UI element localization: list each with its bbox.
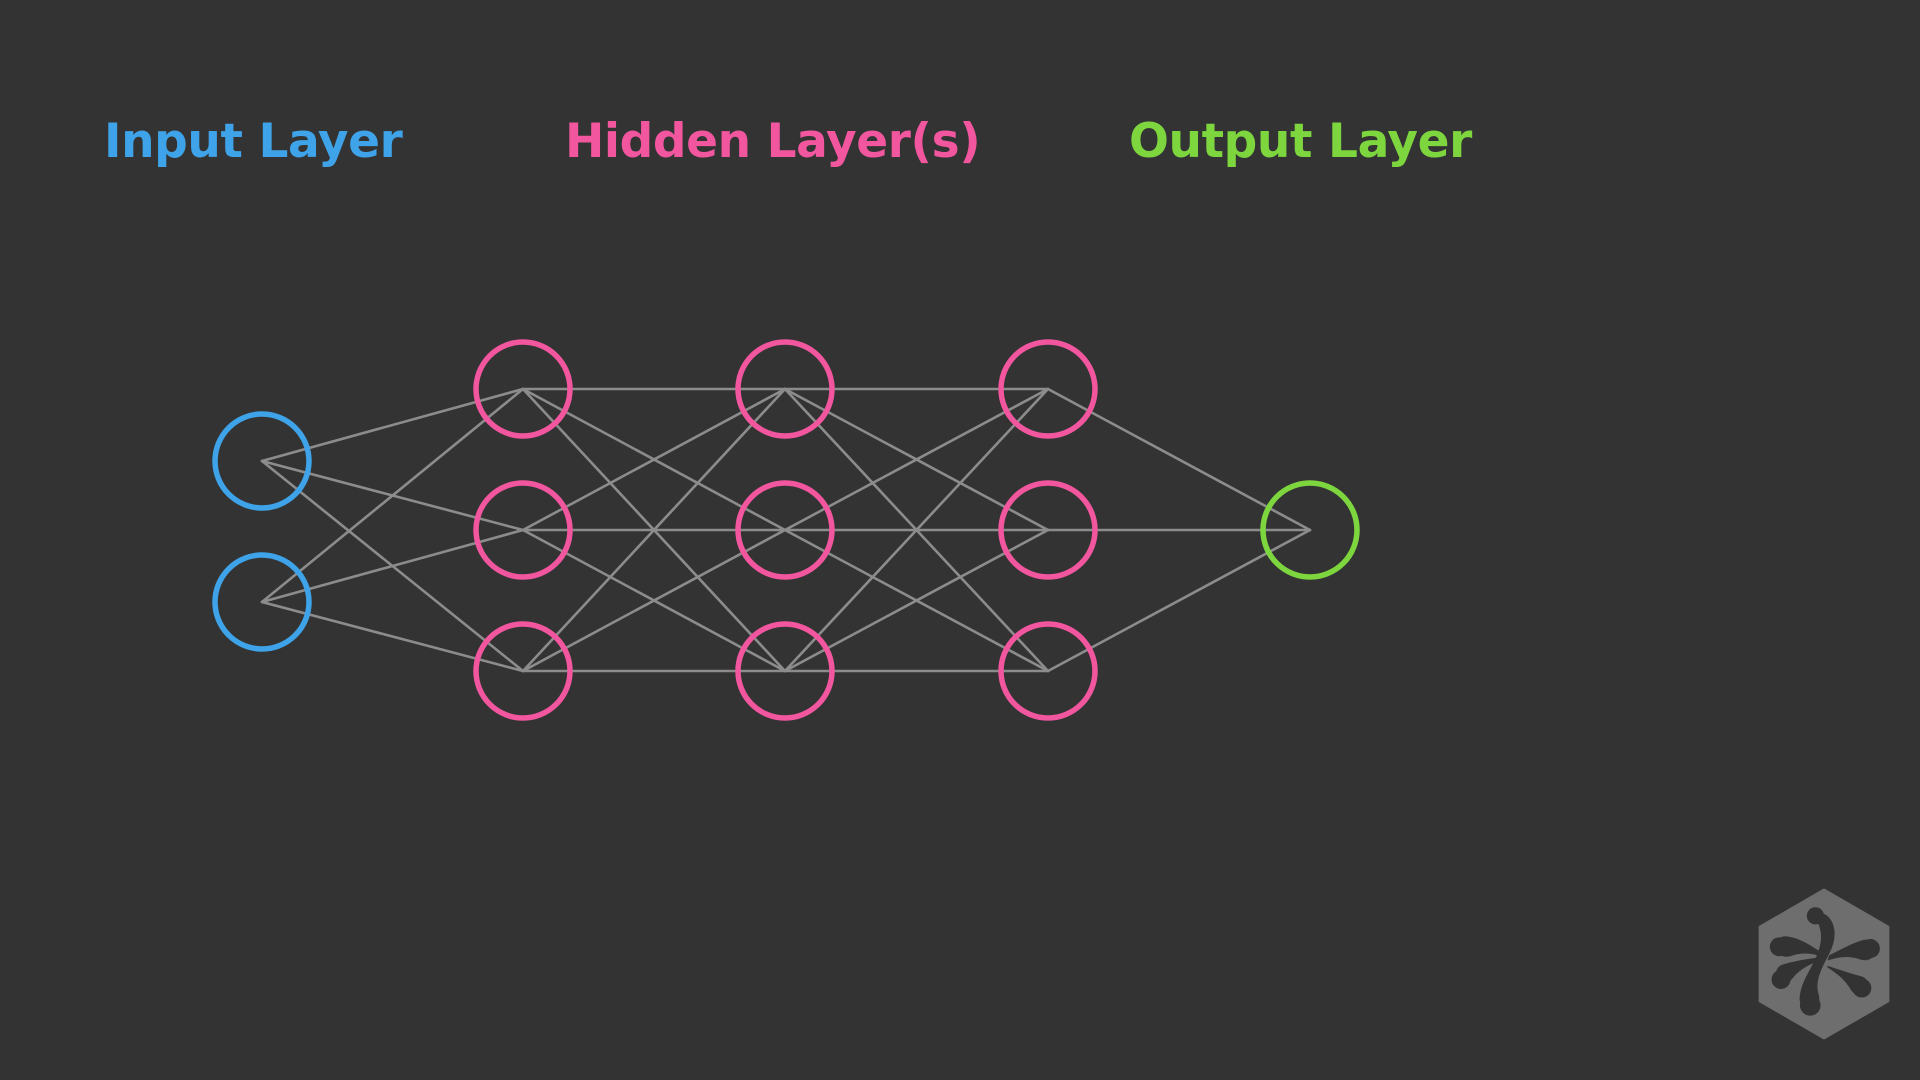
edge-l0-n1-to-n2 xyxy=(260,600,525,673)
node-hidden-l3-n2[interactable] xyxy=(998,621,1098,721)
edge-l0-n1-to-n0 xyxy=(260,387,525,604)
node-hidden-l3-n0[interactable] xyxy=(998,339,1098,439)
node-hidden-l2-n2[interactable] xyxy=(735,621,835,721)
node-hidden-l2-n1[interactable] xyxy=(735,480,835,580)
layer-label-output: Output Layer xyxy=(1129,114,1472,169)
node-input-l0-n0[interactable] xyxy=(212,411,312,511)
node-hidden-l3-n1[interactable] xyxy=(998,480,1098,580)
layer-label-input: Input Layer xyxy=(104,114,403,169)
node-hidden-l1-n2[interactable] xyxy=(473,621,573,721)
node-hidden-l2-n0[interactable] xyxy=(735,339,835,439)
edge-l2-n2-to-n0 xyxy=(783,387,1050,673)
watermark-logo-icon xyxy=(1758,888,1890,1040)
edge-l0-n1-to-n1 xyxy=(260,528,525,604)
node-hidden-l1-n1[interactable] xyxy=(473,480,573,580)
node-input-l0-n1[interactable] xyxy=(212,552,312,652)
edge-l0-n0-to-n0 xyxy=(260,387,525,463)
watermark-neuron-glyph xyxy=(1769,907,1880,1016)
edges-group xyxy=(260,387,1312,673)
layer-label-hidden: Hidden Layer(s) xyxy=(565,114,981,169)
node-hidden-l1-n0[interactable] xyxy=(473,339,573,439)
edge-l1-n2-to-n0 xyxy=(521,387,787,673)
node-output-l4-n0[interactable] xyxy=(1260,480,1360,580)
nodes-group xyxy=(212,339,1360,721)
